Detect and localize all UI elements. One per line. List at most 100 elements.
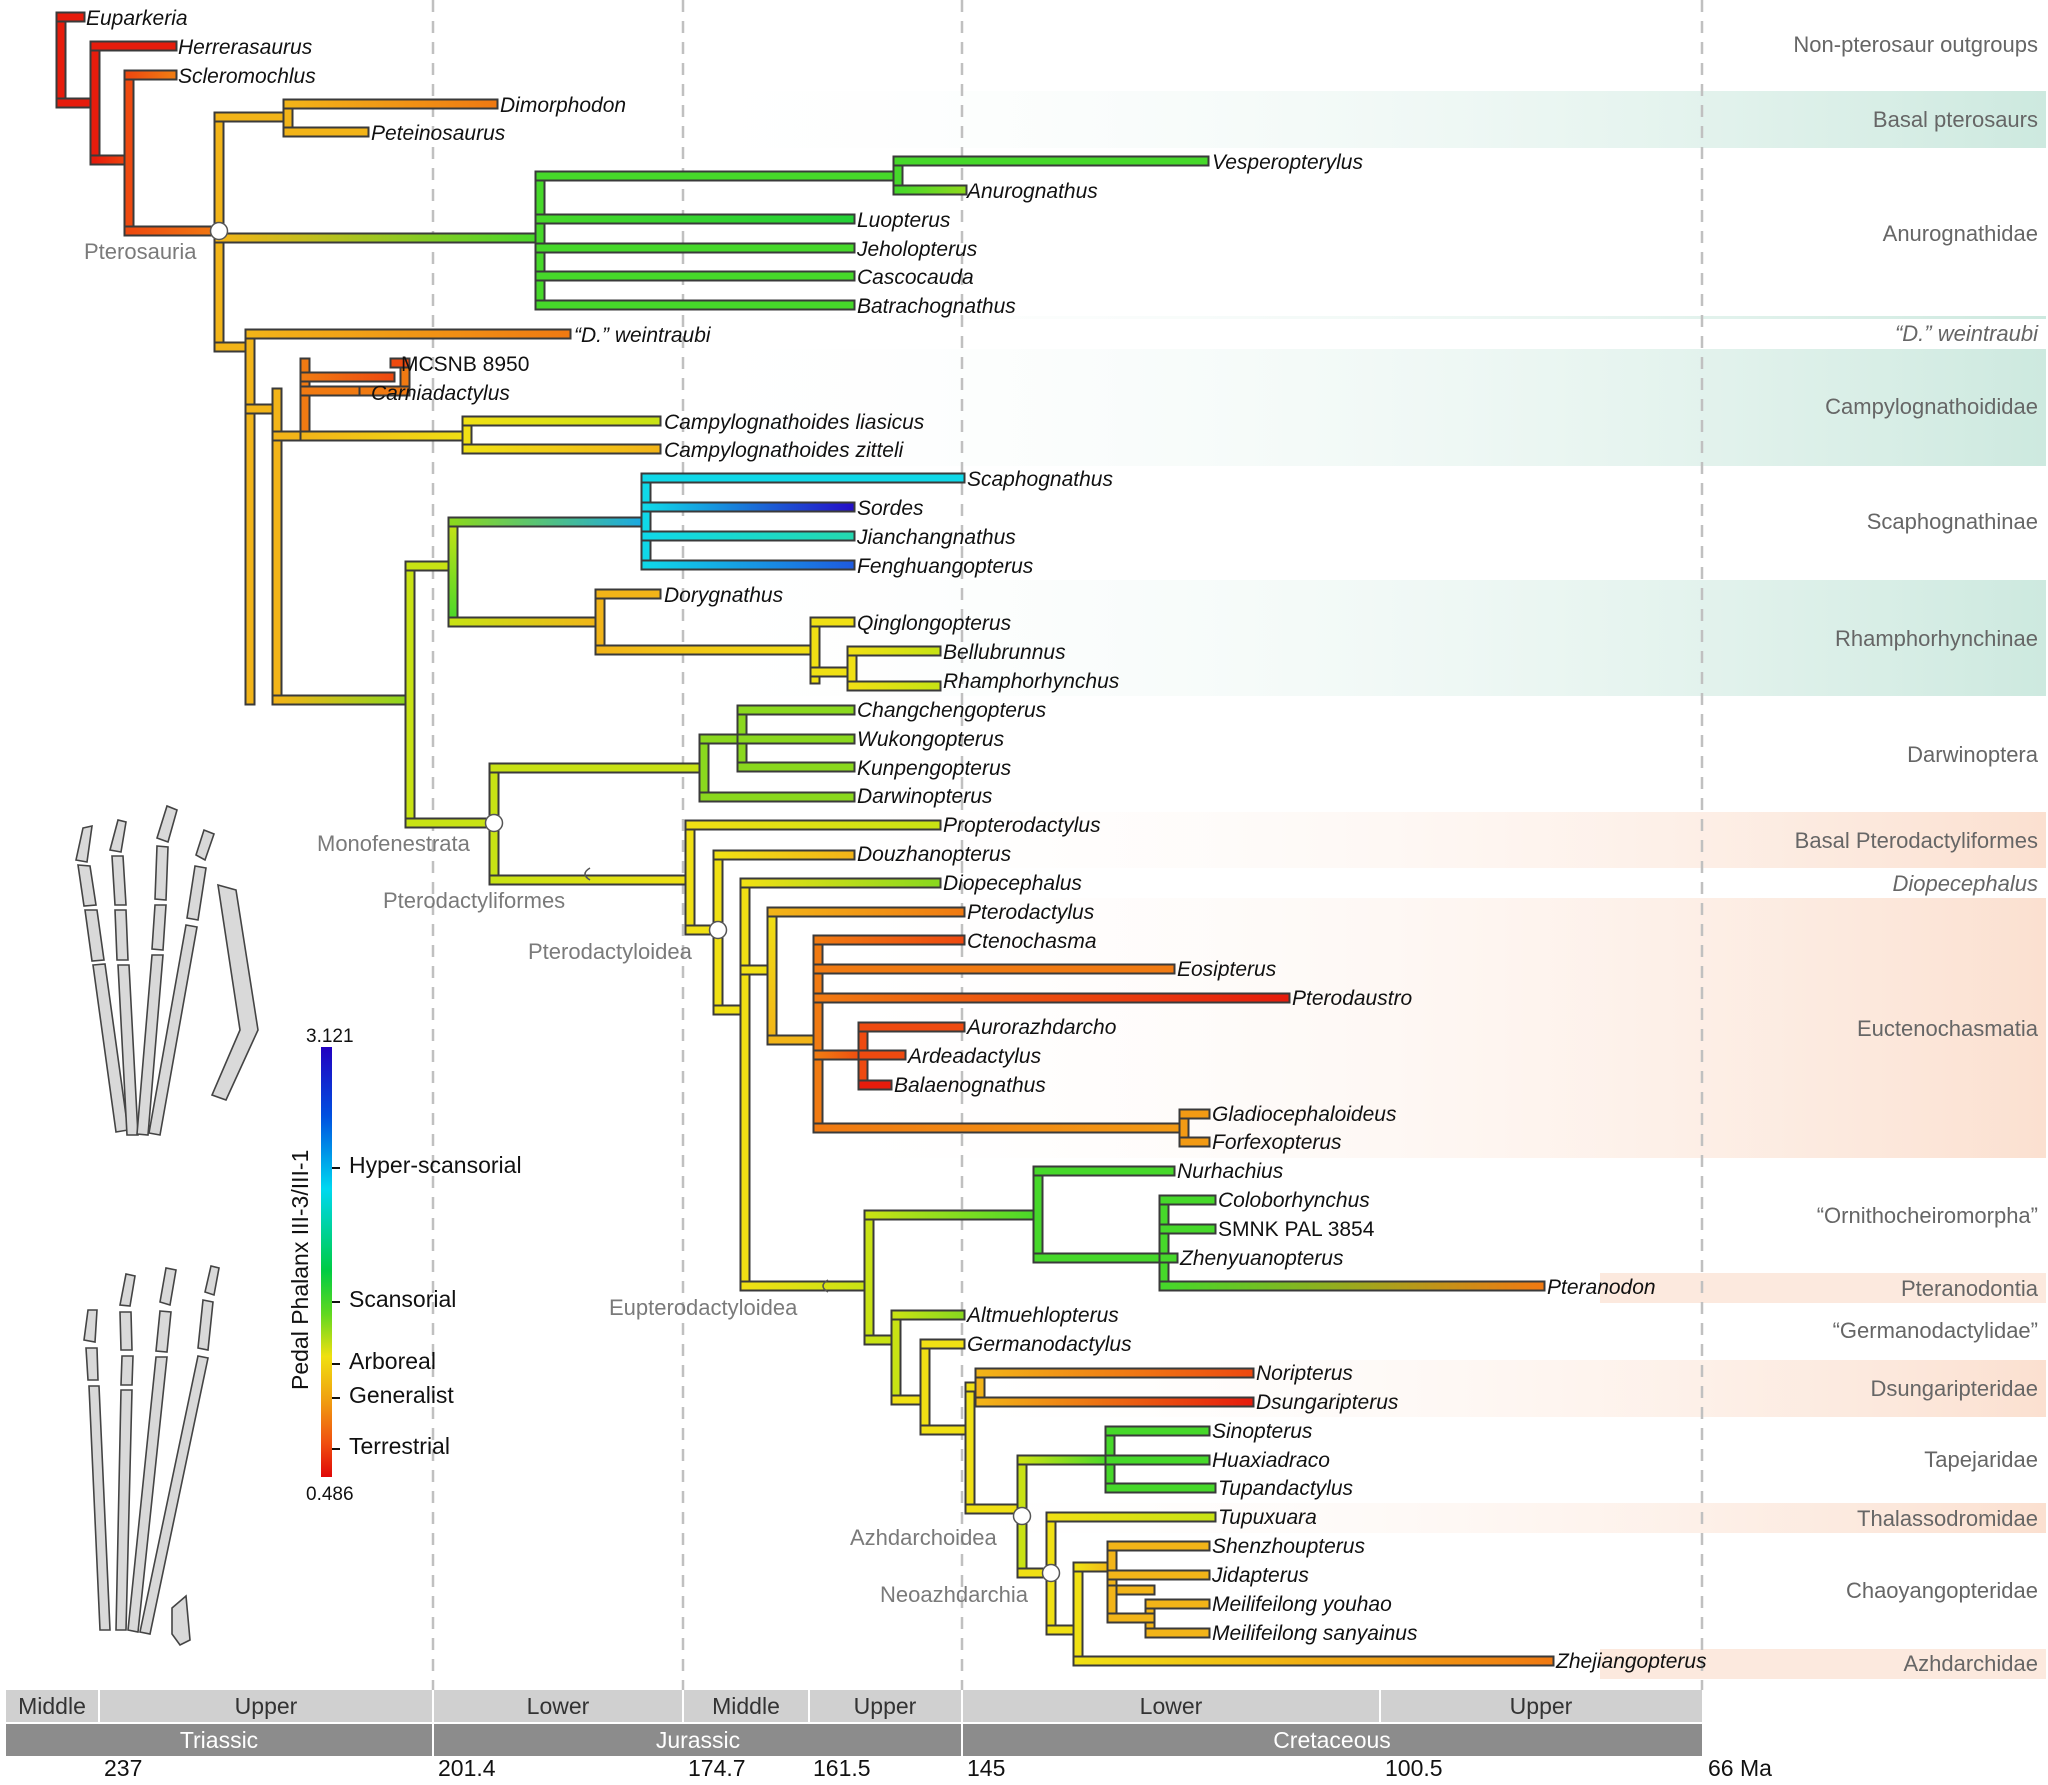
taxon-campylognathoides-liasicus: Campylognathoides liasicus (664, 411, 925, 434)
taxon-meilifeilong-sanyainus: Meilifeilong sanyainus (1212, 1622, 1418, 1645)
taxon-rhamphorhynchus: Rhamphorhynchus (943, 670, 1120, 693)
node-labels: Pterosauria Monofenestrata Pterodactylif… (84, 239, 1029, 1607)
taxon-zhenyuanopterus: Zhenyuanopterus (1179, 1247, 1344, 1270)
taxon-aurorazhdarcho: Aurorazhdarcho (965, 1016, 1117, 1039)
taxon-jeholopterus: Jeholopterus (856, 238, 978, 261)
taxon-forfexopterus: Forfexopterus (1212, 1131, 1342, 1154)
clade-ornithocheiromorpha: “Ornithocheiromorpha” (1817, 1203, 2038, 1228)
legend-scansorial: Scansorial (349, 1286, 456, 1312)
taxon-pterodaustro: Pterodaustro (1292, 987, 1413, 1010)
taxon-campylognathoides-zitteli: Campylognathoides zitteli (664, 439, 905, 462)
bracket-eupterodactyloidea (822, 1279, 829, 1293)
clade-anurognathidae: Anurognathidae (1883, 221, 2038, 246)
node-azhdarchoidea-marker (1012, 1506, 1032, 1526)
taxon-jidapterus: Jidapterus (1211, 1564, 1309, 1587)
clade-campylognathoididae: Campylognathoididae (1825, 394, 2038, 419)
taxon-ctenochasma: Ctenochasma (967, 930, 1097, 953)
clade-diopecephalus: Diopecephalus (1892, 871, 2038, 896)
clade-bands (640, 91, 2046, 1679)
clade-rhamphorhynchinae: Rhamphorhynchinae (1835, 626, 2038, 651)
taxon-gladiocephaloideus: Gladiocephaloideus (1212, 1103, 1397, 1126)
age-237: 237 (104, 1755, 142, 1780)
taxon-balaenognathus: Balaenognathus (894, 1074, 1046, 1097)
epoch-label-4: Middle (712, 1693, 780, 1719)
stem-brackets (584, 867, 829, 1293)
taxon-zhejiangopterus: Zhejiangopterus (1555, 1650, 1707, 1673)
band-basal-pterodactyliformes (770, 812, 2046, 868)
clade-azhdarchidae: Azhdarchidae (1903, 1651, 2038, 1676)
taxon-anurognathus: Anurognathus (965, 180, 1098, 203)
time-boundaries (431, 0, 1704, 1690)
clade-dsungaripteridae: Dsungaripteridae (1870, 1376, 2038, 1401)
age-174-7: 174.7 (688, 1755, 746, 1780)
node-pterosauria-marker (209, 221, 229, 241)
taxon-kunpengopterus: Kunpengopterus (857, 757, 1012, 780)
time-scale: Middle Upper Lower Middle Upper Lower Up… (6, 1690, 1772, 1781)
clade-thalassodromidae: Thalassodromidae (1857, 1506, 2038, 1531)
taxon-mcsnb-8950: MCSNB 8950 (401, 353, 529, 376)
clade-scaphognathinae: Scaphognathinae (1867, 509, 2038, 534)
taxon-darwinopterus: Darwinopterus (857, 785, 993, 808)
taxon-eosipterus: Eosipterus (1177, 958, 1277, 981)
taxon-sordes: Sordes (857, 497, 924, 520)
taxon-nurhachius: Nurhachius (1177, 1160, 1284, 1183)
taxon-changchengopterus: Changchengopterus (857, 699, 1047, 722)
node-label-neoazhdarchia: Neoazhdarchia (880, 1582, 1029, 1607)
period-cretaceous (963, 1724, 1702, 1756)
clade-d-weintraubi: “D.” weintraubi (1895, 321, 2039, 346)
clade-germanodactylidae: “Germanodactylidae” (1833, 1318, 2038, 1343)
period-label-cretaceous: Cretaceous (1273, 1727, 1391, 1753)
taxon-meilifeilong-youhao: Meilifeilong youhao (1212, 1593, 1392, 1616)
clade-darwinoptera: Darwinoptera (1907, 742, 2039, 767)
taxon-dsungaripterus: Dsungaripterus (1256, 1391, 1399, 1414)
foot-skeleton-terrestrial-icon (83, 1265, 220, 1647)
taxon-scleromochlus: Scleromochlus (178, 65, 316, 88)
taxon-germanodactylus: Germanodactylus (967, 1333, 1132, 1356)
taxon-fenghuangopterus: Fenghuangopterus (857, 555, 1034, 578)
taxon-qinglongopterus: Qinglongopterus (857, 612, 1012, 635)
bracket-pterodactyliformes (584, 867, 591, 881)
taxon-batrachognathus: Batrachognathus (857, 295, 1016, 318)
clade-pteranodontia: Pteranodontia (1901, 1276, 2039, 1301)
legend-generalist: Generalist (349, 1382, 454, 1408)
epoch-label-5: Upper (854, 1693, 917, 1719)
node-markers (209, 221, 1061, 1583)
legend-arboreal: Arboreal (349, 1348, 436, 1374)
epoch-label-7: Upper (1510, 1693, 1573, 1719)
taxon-propterodactylus: Propterodactylus (943, 814, 1101, 837)
taxon-d-weintraubi: “D.” weintraubi (574, 324, 712, 347)
taxon-shenzhoupterus: Shenzhoupterus (1212, 1535, 1365, 1558)
epoch-label-3: Lower (527, 1693, 590, 1719)
band-campylognathoididae (640, 349, 2046, 466)
legend-min: 0.486 (306, 1484, 354, 1505)
clade-labels: Non-pterosaur outgroups Basal pterosaurs… (1793, 32, 2039, 1676)
taxon-herrerasaurus: Herrerasaurus (178, 36, 313, 59)
legend-title: Pedal Phalanx III-3/III-1 (287, 1150, 313, 1390)
period-label-jurassic: Jurassic (656, 1727, 740, 1753)
taxon-euparkeria: Euparkeria (86, 7, 188, 30)
taxon-ardeadactylus: Ardeadactylus (906, 1045, 1042, 1068)
node-label-azhdarchoidea: Azhdarchoidea (850, 1525, 998, 1550)
period-triassic (6, 1724, 432, 1756)
taxon-coloborhynchus: Coloborhynchus (1218, 1189, 1370, 1212)
epoch-upper-cretaceous (1381, 1690, 1702, 1722)
taxon-bellubrunnus: Bellubrunnus (943, 641, 1066, 664)
taxon-pteranodon: Pteranodon (1547, 1276, 1656, 1299)
taxon-carniadactylus: Carniadactylus (371, 382, 510, 405)
clade-tapejaridae: Tapejaridae (1924, 1447, 2038, 1472)
epoch-lower-cretaceous (963, 1690, 1379, 1722)
band-d-weintraubi (640, 316, 2046, 319)
epoch-label-2: Upper (235, 1693, 298, 1719)
legend-hyper-scansorial: Hyper-scansorial (349, 1152, 522, 1178)
epoch-label-1: Middle (18, 1693, 86, 1719)
taxon-altmuehlopterus: Altmuehlopterus (965, 1304, 1119, 1327)
legend: 3.121 0.486 Pedal Phalanx III-3/III-1 Hy… (287, 1026, 522, 1505)
node-label-pterosauria: Pterosauria (84, 239, 197, 264)
taxon-noripterus: Noripterus (1256, 1362, 1353, 1385)
taxon-scaphognathus: Scaphognathus (967, 468, 1113, 491)
band-euctenochasmatia (770, 898, 2046, 1158)
epoch-label-6: Lower (1140, 1693, 1203, 1719)
legend-color-bar (321, 1047, 332, 1477)
node-pterodactyloidea-marker (708, 920, 728, 940)
taxon-jianchangnathus: Jianchangnathus (856, 526, 1016, 549)
